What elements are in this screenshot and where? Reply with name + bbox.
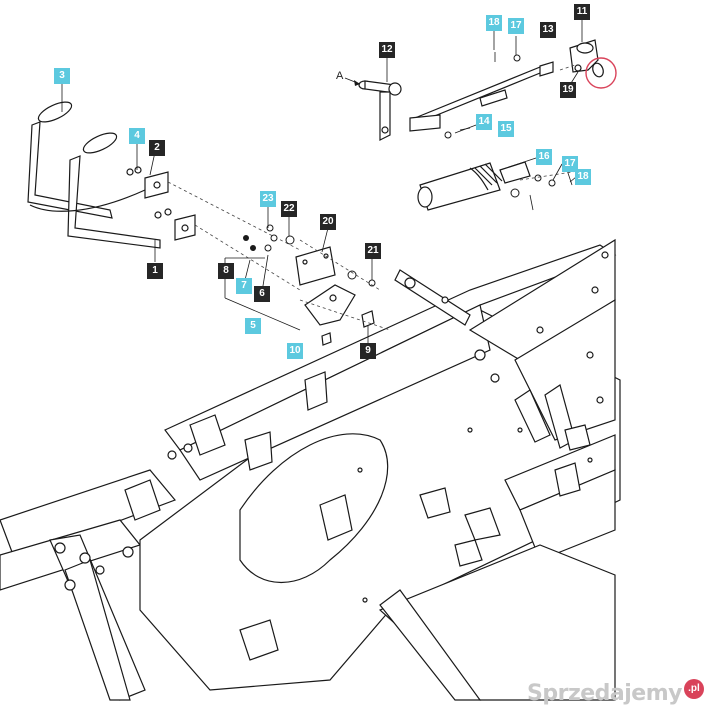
callout-22: 22: [281, 201, 297, 217]
callout-14: 14: [476, 114, 492, 130]
callout-11: 11: [574, 4, 590, 20]
reference-label-a: A: [336, 70, 344, 82]
callout-18: 18: [486, 15, 502, 31]
callout-21: 21: [365, 243, 381, 259]
callout-19: 19: [560, 82, 576, 98]
watermark-text: Sprzedajemy: [527, 681, 683, 706]
watermark-badge: .pl: [684, 678, 704, 699]
callout-17: 17: [508, 18, 524, 34]
callout-20: 20: [320, 214, 336, 230]
callout-9: 9: [360, 343, 376, 359]
callout-16: 16: [536, 149, 552, 165]
callout-18-lower: 18: [575, 169, 591, 185]
chassis-frame: [0, 238, 621, 701]
callout-17-lower: 17: [562, 156, 578, 172]
callout-2: 2: [149, 140, 165, 156]
callout-5: 5: [245, 318, 261, 334]
callout-6: 6: [254, 286, 270, 302]
callout-15: 15: [498, 121, 514, 137]
callout-1: 1: [147, 263, 163, 279]
callout-4: 4: [129, 128, 145, 144]
callout-3: 3: [54, 68, 70, 84]
callout-10: 10: [287, 343, 303, 359]
callout-23: 23: [260, 191, 276, 207]
callout-13: 13: [540, 22, 556, 38]
callout-12: 12: [379, 42, 395, 58]
callout-7: 7: [236, 278, 252, 294]
bracket-hardware: [224, 224, 391, 346]
highlight-ring: [585, 57, 617, 89]
watermark: Sprzedajemy .pl: [527, 678, 704, 706]
pedal-assembly: [27, 101, 301, 291]
callout-8: 8: [218, 263, 234, 279]
